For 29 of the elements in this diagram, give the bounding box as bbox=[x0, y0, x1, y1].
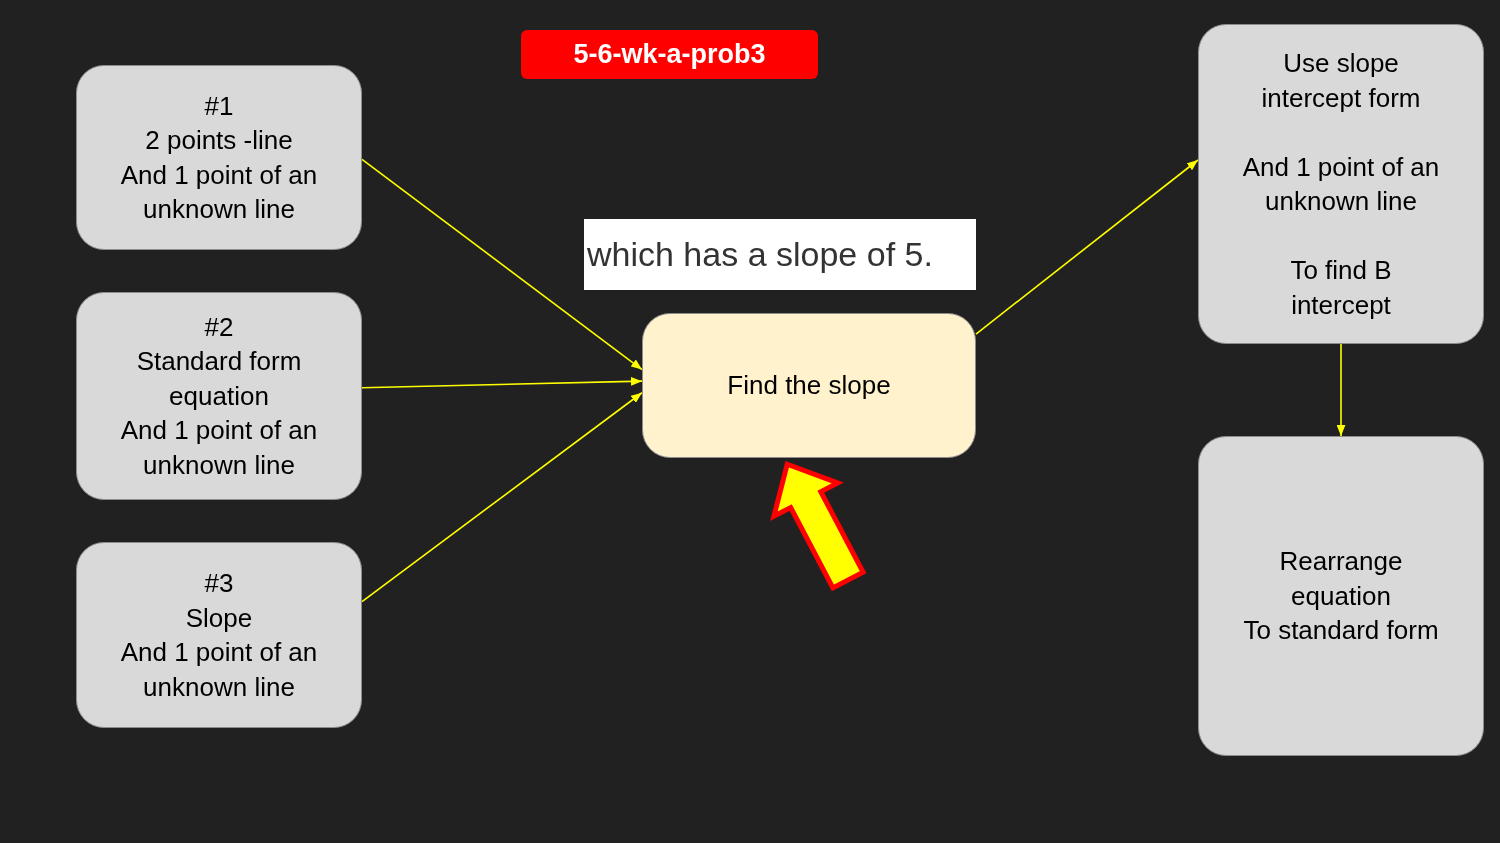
process-box bbox=[1198, 436, 1484, 756]
arrow bbox=[361, 377, 643, 389]
box-text: And 1 point of an unknown line bbox=[119, 158, 319, 226]
arrow bbox=[975, 159, 1199, 335]
block-arrow bbox=[770, 460, 867, 592]
box-text: Standard form equation bbox=[135, 345, 303, 413]
process-box bbox=[642, 313, 976, 458]
title-banner: 5-6-wk-a-prob3 bbox=[521, 30, 818, 79]
box-text: To find B intercept bbox=[1289, 254, 1393, 322]
process-box bbox=[76, 542, 362, 728]
process-box bbox=[76, 65, 362, 250]
text-snippet: which has a slope of 5. bbox=[584, 219, 976, 290]
box-text: #3 bbox=[204, 567, 234, 600]
arrow bbox=[361, 391, 643, 603]
box-text: 2 points -line bbox=[145, 124, 293, 157]
arrow bbox=[361, 158, 643, 371]
box-text: And 1 point of an unknown line bbox=[119, 636, 319, 704]
box-text: #2 bbox=[204, 310, 234, 344]
box-text: Slope bbox=[185, 601, 253, 635]
box-text: And 1 point of an unknown line bbox=[1241, 150, 1441, 218]
box-text: #1 bbox=[204, 89, 234, 123]
box-text: Rearrange equation bbox=[1278, 545, 1404, 613]
box-text: To standard form bbox=[1243, 614, 1439, 648]
process-box bbox=[1198, 24, 1484, 344]
arrow bbox=[1336, 343, 1346, 437]
box-text: And 1 point of an unknown line bbox=[119, 414, 319, 482]
box-text: Use slope intercept form bbox=[1260, 47, 1422, 115]
process-box bbox=[76, 292, 362, 500]
box-text: Find the slope bbox=[727, 369, 891, 403]
